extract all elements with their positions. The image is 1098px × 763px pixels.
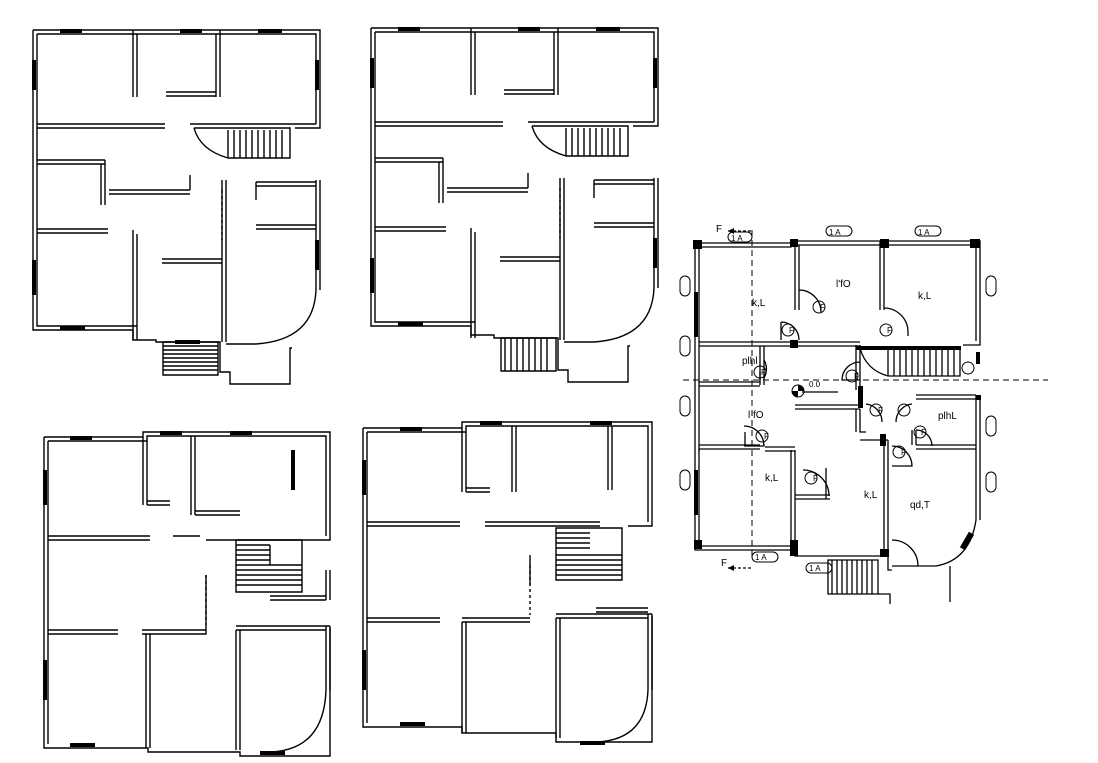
room-label-kl-3: k,L: [765, 473, 779, 484]
tag-1a-bottom-left: 1 A: [755, 553, 767, 562]
plan-top-right-windows: [370, 27, 657, 326]
room-label-ifo-1: l'fO: [836, 279, 851, 290]
room-label-qdt: qd,T: [910, 500, 930, 511]
door-tag-9: F: [901, 448, 906, 457]
door-tag-1: F: [820, 303, 825, 312]
room-label-plhl-1: plhl: [742, 356, 758, 367]
room-label-kl-2: k,L: [918, 291, 932, 302]
tag-1a-top-left: 1 A: [731, 234, 743, 243]
door-tag-8: F: [921, 428, 926, 437]
door-tag-2: F: [789, 326, 794, 335]
section-mark-bottom: F: [721, 558, 727, 569]
door-tag-10: F: [813, 474, 818, 483]
plan-top-right: [370, 27, 659, 383]
room-label-kl-4: k,L: [864, 490, 878, 501]
room-label-kl-1: k,L: [752, 298, 766, 309]
room-label-ifo-2: l fO: [748, 410, 764, 421]
plan-bottom-right-windows: [362, 421, 612, 745]
tag-1a-bottom-mid: 1 A: [809, 564, 821, 573]
level-marker-icon: [792, 385, 804, 397]
door-tag-6: F: [764, 432, 769, 441]
fixture-lights: [679, 225, 997, 574]
plan-top-left-windows: [32, 29, 319, 344]
level-mark-label: 0.0: [809, 380, 821, 389]
tag-1a-top-right: 1 A: [918, 228, 930, 237]
plan-bottom-left-windows: [43, 431, 295, 755]
door-tag-5: F: [854, 372, 859, 381]
plan-detailed-solids: [693, 228, 981, 571]
door-tag-3: F: [887, 326, 892, 335]
plan-detailed-labels: F F 1 A 1 A 1 A 1 A 1 A k,L k,L k,L k,L …: [716, 224, 957, 573]
section-mark-top: F: [716, 224, 722, 235]
door-tag-4: F: [761, 368, 766, 377]
plan-top-left: [32, 29, 321, 385]
tag-1a-top-mid: 1 A: [829, 228, 841, 237]
plan-bottom-right: [362, 421, 653, 743]
door-tag-7: F: [878, 406, 883, 415]
room-label-plhl-2: plhL: [938, 411, 957, 422]
